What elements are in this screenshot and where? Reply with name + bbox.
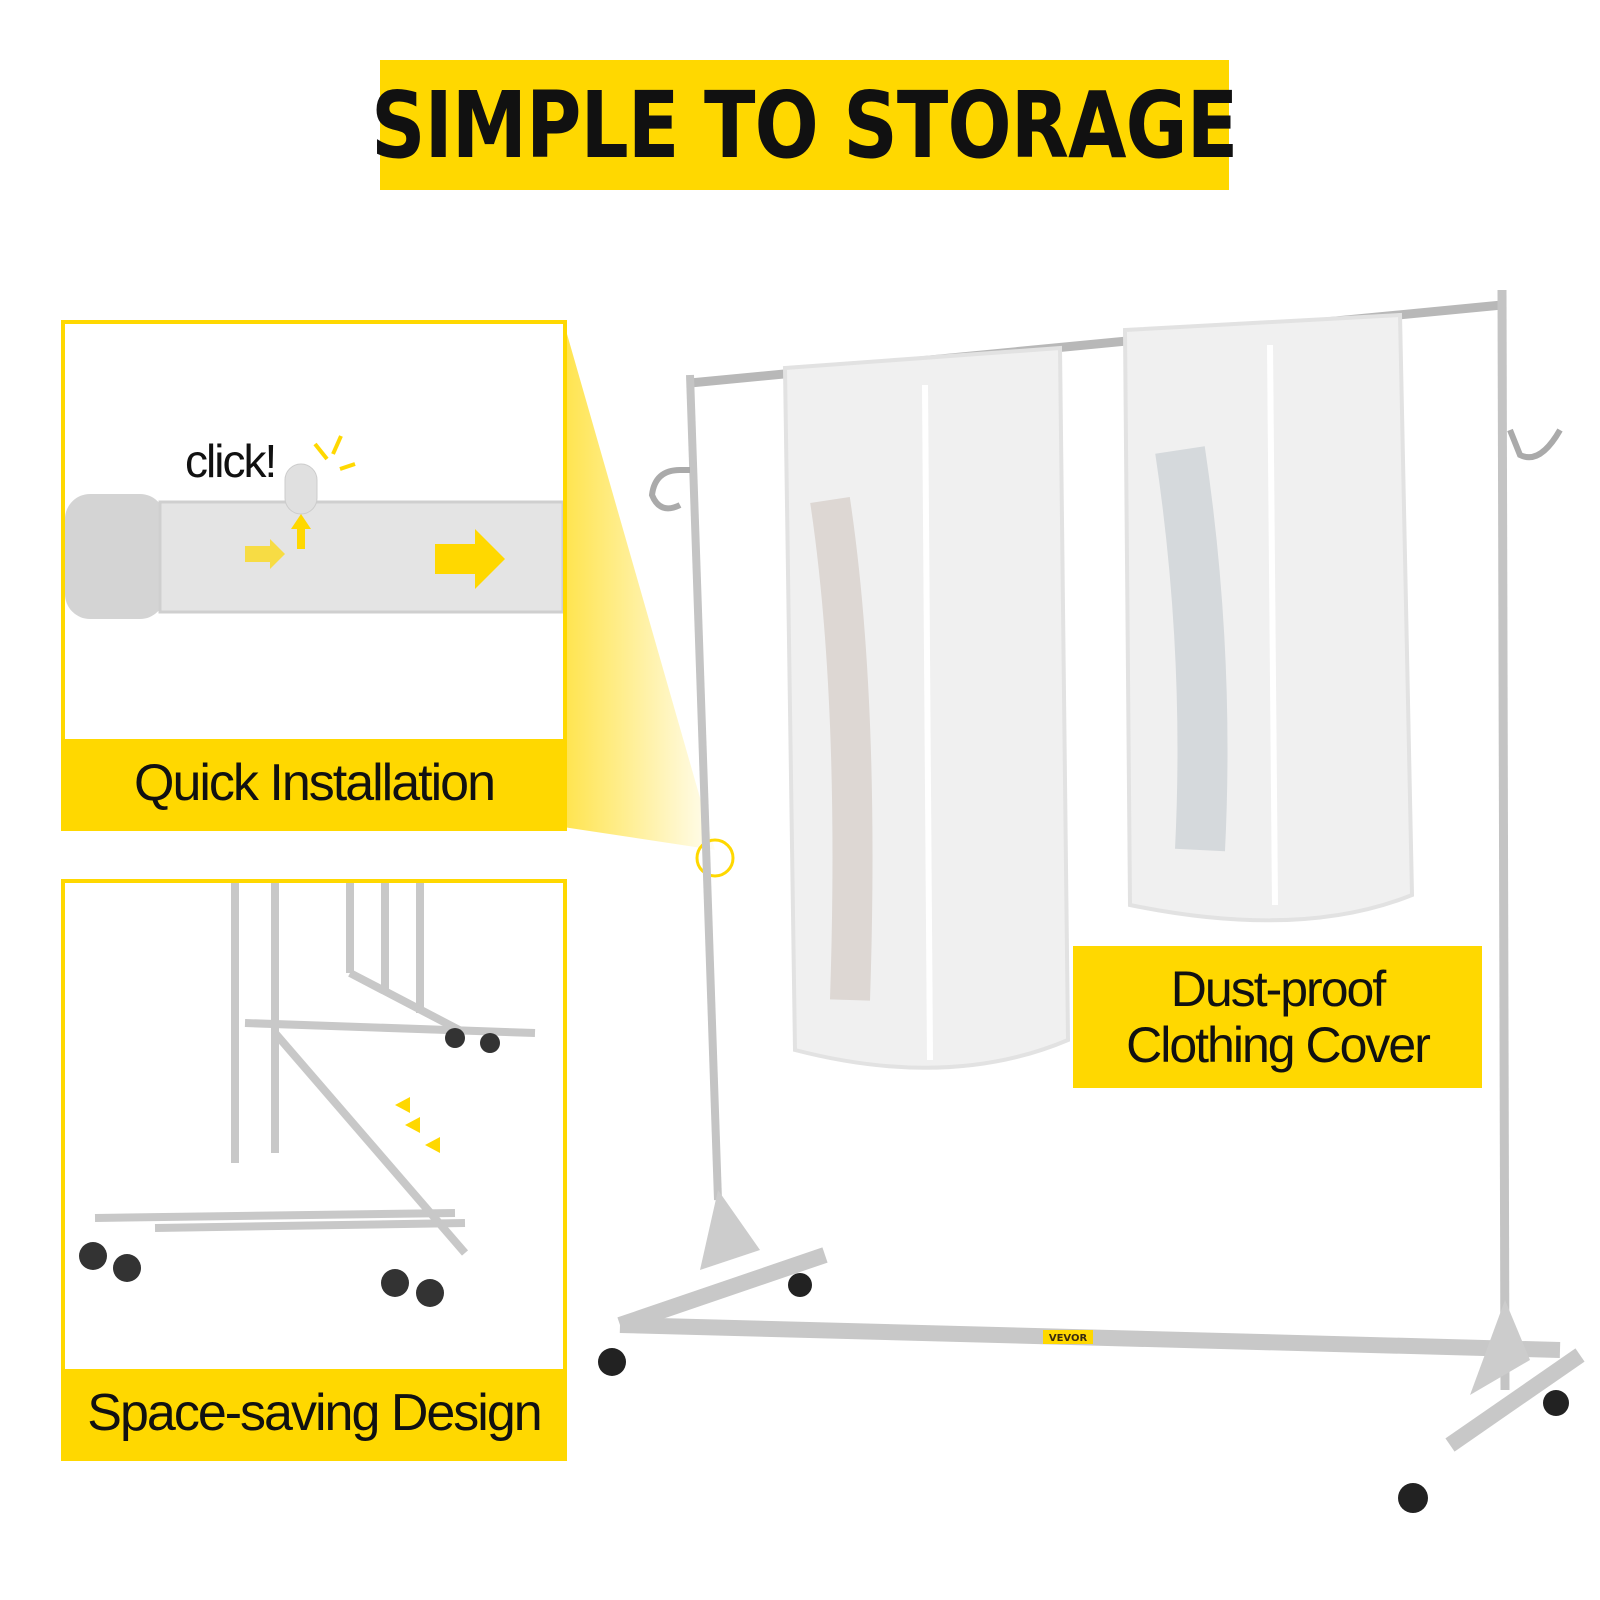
tube-detail xyxy=(65,435,563,619)
title: SIMPLE TO STORAGE xyxy=(371,71,1238,179)
space-saving-panel: Space-saving Design xyxy=(61,879,567,1461)
title-banner: SIMPLE TO STORAGE xyxy=(371,60,1239,190)
brand-label: VEVOR xyxy=(1049,1333,1088,1344)
quick-installation-caption: Quick Installation xyxy=(65,739,563,827)
click-label: click! xyxy=(185,435,277,487)
dust-proof-label: Dust-proof Clothing Cover xyxy=(1073,946,1482,1088)
vevor-logo xyxy=(1043,1330,1093,1344)
space-saving-caption: Space-saving Design xyxy=(65,1369,563,1457)
dust-proof-line1: Dust-proof xyxy=(1170,961,1386,1017)
folding-rack-detail xyxy=(79,883,536,1307)
dust-proof-line2: Clothing Cover xyxy=(1126,1017,1431,1073)
zoom-beam xyxy=(563,320,715,850)
zoom-marker xyxy=(695,838,735,878)
quick-installation-panel: click! Quick Installation xyxy=(61,320,567,831)
